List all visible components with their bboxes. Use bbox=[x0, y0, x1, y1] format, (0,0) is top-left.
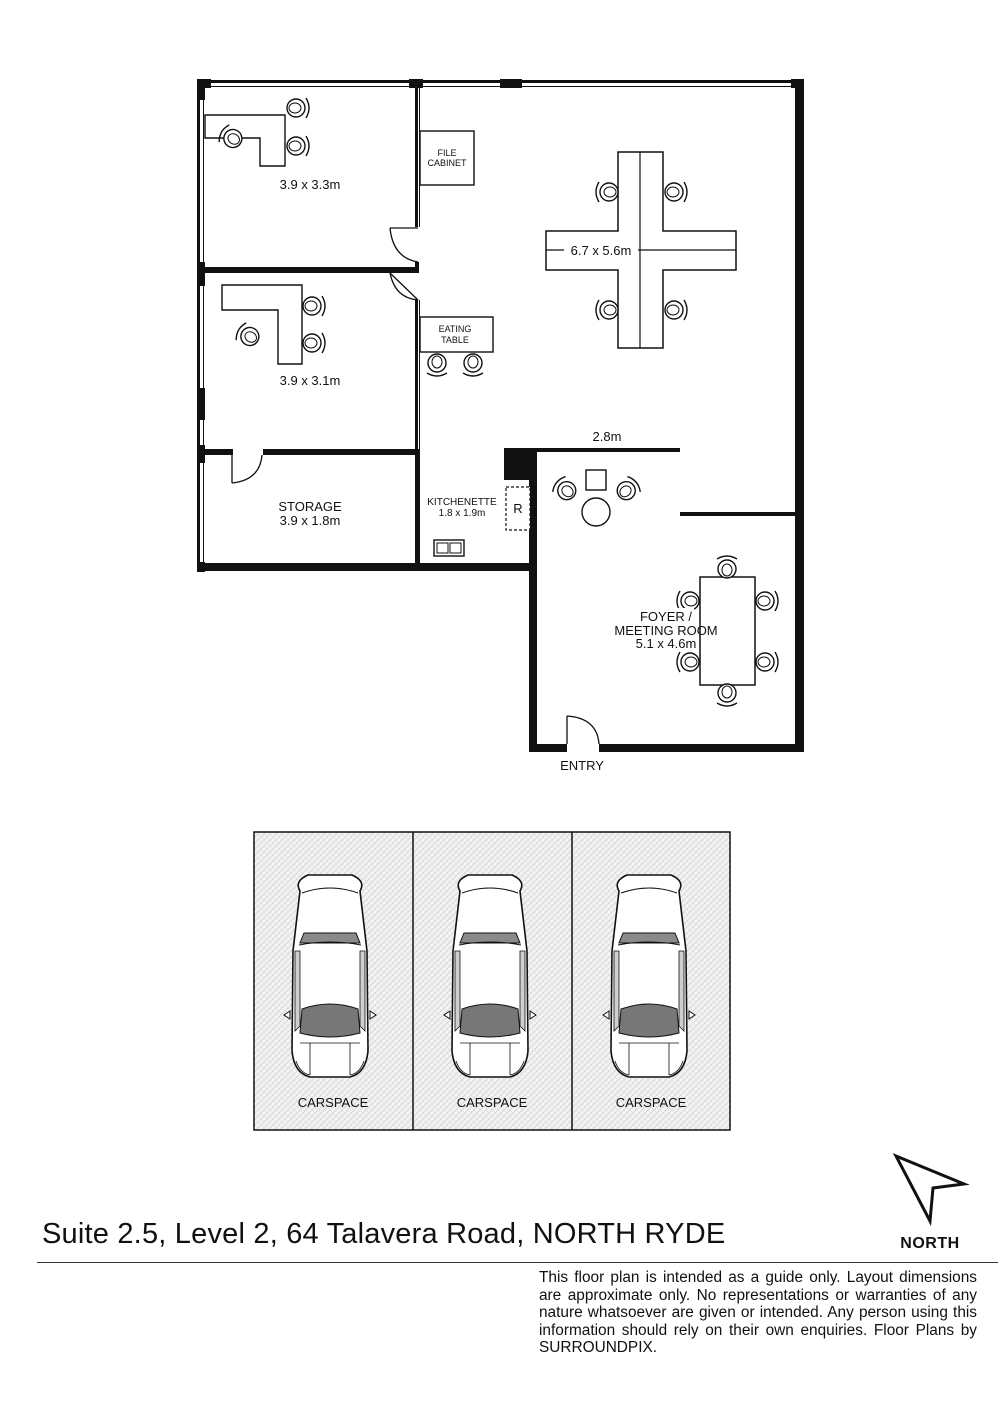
storage-title: STORAGE bbox=[278, 499, 342, 514]
foyer-meeting-room: FOYER / MEETING ROOM 5.1 x 4.6m bbox=[549, 469, 779, 707]
carspace-3: CARSPACE bbox=[602, 874, 696, 1110]
foyer-line2: MEETING ROOM bbox=[614, 623, 717, 638]
disclaimer-text: This floor plan is intended as a guide o… bbox=[539, 1269, 977, 1357]
open-plan-size: 6.7 x 5.6m bbox=[571, 243, 632, 258]
walls bbox=[197, 79, 804, 752]
file-cabinet-line2: CABINET bbox=[427, 158, 467, 168]
carspace-2: CARSPACE bbox=[443, 874, 537, 1110]
north-label: NORTH bbox=[900, 1235, 959, 1252]
north-compass: NORTH bbox=[892, 1153, 970, 1252]
foyer-size: 5.1 x 4.6m bbox=[636, 636, 697, 651]
office-1-size: 3.9 x 3.3m bbox=[280, 177, 341, 192]
kitchenette: KITCHENETTE 1.8 x 1.9m R bbox=[427, 486, 531, 557]
carspace-1-label: CARSPACE bbox=[298, 1095, 369, 1110]
eating-table: EATING TABLE bbox=[419, 316, 494, 377]
entry-label: ENTRY bbox=[560, 758, 604, 773]
doors bbox=[231, 227, 600, 745]
foyer-line1: FOYER / bbox=[640, 609, 692, 624]
car-icon bbox=[283, 874, 377, 1078]
property-address: Suite 2.5, Level 2, 64 Talavera Road, NO… bbox=[42, 1218, 726, 1250]
carspaces: CARSPACE CARSPACE CARSPACE bbox=[253, 831, 731, 1131]
storage-size: 3.9 x 1.8m bbox=[280, 513, 341, 528]
car-icon bbox=[602, 874, 696, 1078]
carspace-1: CARSPACE bbox=[283, 874, 377, 1110]
storage-room: STORAGE 3.9 x 1.8m bbox=[278, 499, 342, 528]
file-cabinet-line1: FILE bbox=[437, 148, 456, 158]
office-1: 3.9 x 3.3m bbox=[204, 97, 341, 192]
kitchenette-size: 1.8 x 1.9m bbox=[439, 508, 486, 519]
file-cabinet: FILE CABINET bbox=[419, 130, 475, 186]
office-2: 3.9 x 3.1m bbox=[221, 284, 341, 388]
carspace-2-label: CARSPACE bbox=[457, 1095, 528, 1110]
car-icon bbox=[443, 874, 537, 1078]
wall-length-label: 2.8m bbox=[593, 429, 622, 444]
eating-table-line1: EATING bbox=[439, 324, 472, 334]
carspace-3-label: CARSPACE bbox=[616, 1095, 687, 1110]
kitchenette-title: KITCHENETTE bbox=[427, 497, 497, 508]
divider bbox=[37, 1262, 998, 1263]
north-arrow-icon bbox=[892, 1153, 970, 1227]
eating-table-line2: TABLE bbox=[441, 335, 469, 345]
fridge-label: R bbox=[513, 501, 522, 516]
office-2-size: 3.9 x 3.1m bbox=[280, 373, 341, 388]
open-plan-area: 6.7 x 5.6m bbox=[545, 151, 737, 349]
